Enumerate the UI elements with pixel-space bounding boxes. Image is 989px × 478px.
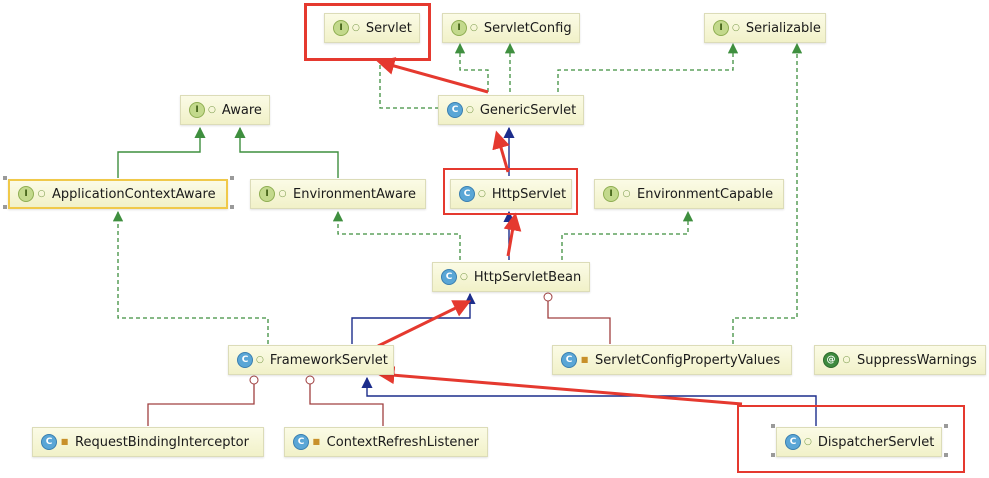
node-genericservlet[interactable]: C GenericServlet xyxy=(438,95,584,125)
node-servletconfigpropertyvalues[interactable]: C ServletConfigPropertyValues xyxy=(552,345,792,375)
edge-scpv-serializable xyxy=(732,42,803,344)
inner-marker-frameworkservlet-1 xyxy=(249,375,259,385)
interface-icon: I xyxy=(333,20,349,36)
interface-icon: I xyxy=(18,186,34,202)
class-icon: C xyxy=(41,434,57,450)
node-environmentaware[interactable]: I EnvironmentAware xyxy=(250,179,426,209)
selection-handle[interactable] xyxy=(230,176,234,180)
interface-icon: I xyxy=(189,102,205,118)
public-icon xyxy=(622,189,631,199)
node-label: Serializable xyxy=(745,20,821,36)
public-icon xyxy=(478,189,486,199)
interface-icon: I xyxy=(603,186,619,202)
node-serializable[interactable]: I Serializable xyxy=(704,13,826,43)
class-icon: C xyxy=(447,102,463,118)
node-label: Servlet xyxy=(365,20,412,36)
inner-marker-httpservletbean xyxy=(543,292,553,302)
selection-handle[interactable] xyxy=(944,424,948,428)
node-suppresswarnings[interactable]: @ SuppressWarnings xyxy=(814,345,986,375)
edge-frameworkservlet-httpservletbean xyxy=(351,292,476,344)
annotation-arrow-4 xyxy=(377,300,472,348)
node-label: EnvironmentAware xyxy=(293,186,417,202)
selection-handle[interactable] xyxy=(3,176,7,180)
edge-rbi-frameworkservlet xyxy=(147,384,255,426)
selection-handle[interactable] xyxy=(3,205,7,209)
lock-icon xyxy=(580,355,589,365)
edge-scpv-httpservletbean xyxy=(547,300,611,344)
edge-dispatcherservlet-frameworkservlet xyxy=(361,376,817,426)
node-label: ServletConfigPropertyValues xyxy=(595,352,781,368)
interface-icon: I xyxy=(259,186,275,202)
node-label: SuppressWarnings xyxy=(857,352,977,368)
public-icon xyxy=(278,189,287,199)
node-label: ApplicationContextAware xyxy=(52,186,216,202)
selection-handle[interactable] xyxy=(944,453,948,457)
selection-handle[interactable] xyxy=(771,424,775,428)
class-icon: C xyxy=(459,186,475,202)
node-requestbindinginterceptor[interactable]: C RequestBindingInterceptor xyxy=(32,427,264,457)
edge-appctxaware-aware xyxy=(117,126,206,178)
node-frameworkservlet[interactable]: C FrameworkServlet xyxy=(228,345,394,375)
edge-genericservlet-serializable xyxy=(557,42,739,92)
selection-handle[interactable] xyxy=(771,453,775,457)
lock-icon xyxy=(60,437,69,447)
public-icon xyxy=(208,105,216,115)
annotation-arrow-1 xyxy=(376,57,489,94)
public-icon xyxy=(732,23,740,33)
node-label: ContextRefreshListener xyxy=(326,434,479,450)
public-icon xyxy=(470,23,478,33)
public-icon xyxy=(842,355,851,365)
class-icon: C xyxy=(561,352,577,368)
node-servletconfig[interactable]: I ServletConfig xyxy=(442,13,580,43)
edge-envaware-aware xyxy=(234,126,339,178)
node-contextrefreshlistener[interactable]: C ContextRefreshListener xyxy=(284,427,488,457)
node-applicationcontextaware[interactable]: I ApplicationContextAware xyxy=(8,179,228,209)
inner-marker-frameworkservlet-2 xyxy=(305,375,315,385)
public-icon xyxy=(460,272,468,282)
node-dispatcherservlet[interactable]: C DispatcherServlet xyxy=(776,427,942,457)
public-icon xyxy=(37,189,46,199)
interface-icon: I xyxy=(451,20,467,36)
node-servlet[interactable]: I Servlet xyxy=(324,13,420,43)
node-label: FrameworkServlet xyxy=(269,352,388,368)
node-label: Aware xyxy=(221,102,262,118)
node-aware[interactable]: I Aware xyxy=(180,95,270,125)
selection-handle[interactable] xyxy=(230,205,234,209)
node-label: HttpServlet xyxy=(491,186,567,202)
node-httpservletbean[interactable]: C HttpServletBean xyxy=(432,262,590,292)
edge-httpservletbean-envcapable xyxy=(561,210,694,260)
edge-httpservletbean-envaware xyxy=(332,210,461,260)
annotation-arrow-5 xyxy=(376,366,743,406)
node-label: EnvironmentCapable xyxy=(637,186,774,202)
edge-genericservlet-servlet xyxy=(454,42,489,92)
node-label: RequestBindingInterceptor xyxy=(75,434,249,450)
public-icon xyxy=(352,23,360,33)
node-label: HttpServletBean xyxy=(473,269,582,285)
annotation-arrow-3 xyxy=(503,212,522,257)
interface-icon: I xyxy=(713,20,729,36)
class-icon: C xyxy=(237,352,253,368)
class-icon: C xyxy=(785,434,801,450)
edge-crl-frameworkservlet xyxy=(309,384,384,426)
annotation-icon: @ xyxy=(823,352,839,368)
node-httpservlet[interactable]: C HttpServlet xyxy=(450,179,572,209)
public-icon xyxy=(466,105,474,115)
annotation-arrow-2 xyxy=(492,130,510,173)
public-icon xyxy=(804,437,812,447)
class-icon: C xyxy=(293,434,309,450)
public-icon xyxy=(256,355,264,365)
edge-genericservlet-servlet-alt xyxy=(379,60,446,109)
lock-icon xyxy=(312,437,321,447)
node-label: ServletConfig xyxy=(483,20,572,36)
node-label: DispatcherServlet xyxy=(817,434,935,450)
node-label: GenericServlet xyxy=(479,102,577,118)
node-environmentcapable[interactable]: I EnvironmentCapable xyxy=(594,179,784,209)
class-icon: C xyxy=(441,269,457,285)
edge-frameworkservlet-appctxaware xyxy=(112,210,269,344)
